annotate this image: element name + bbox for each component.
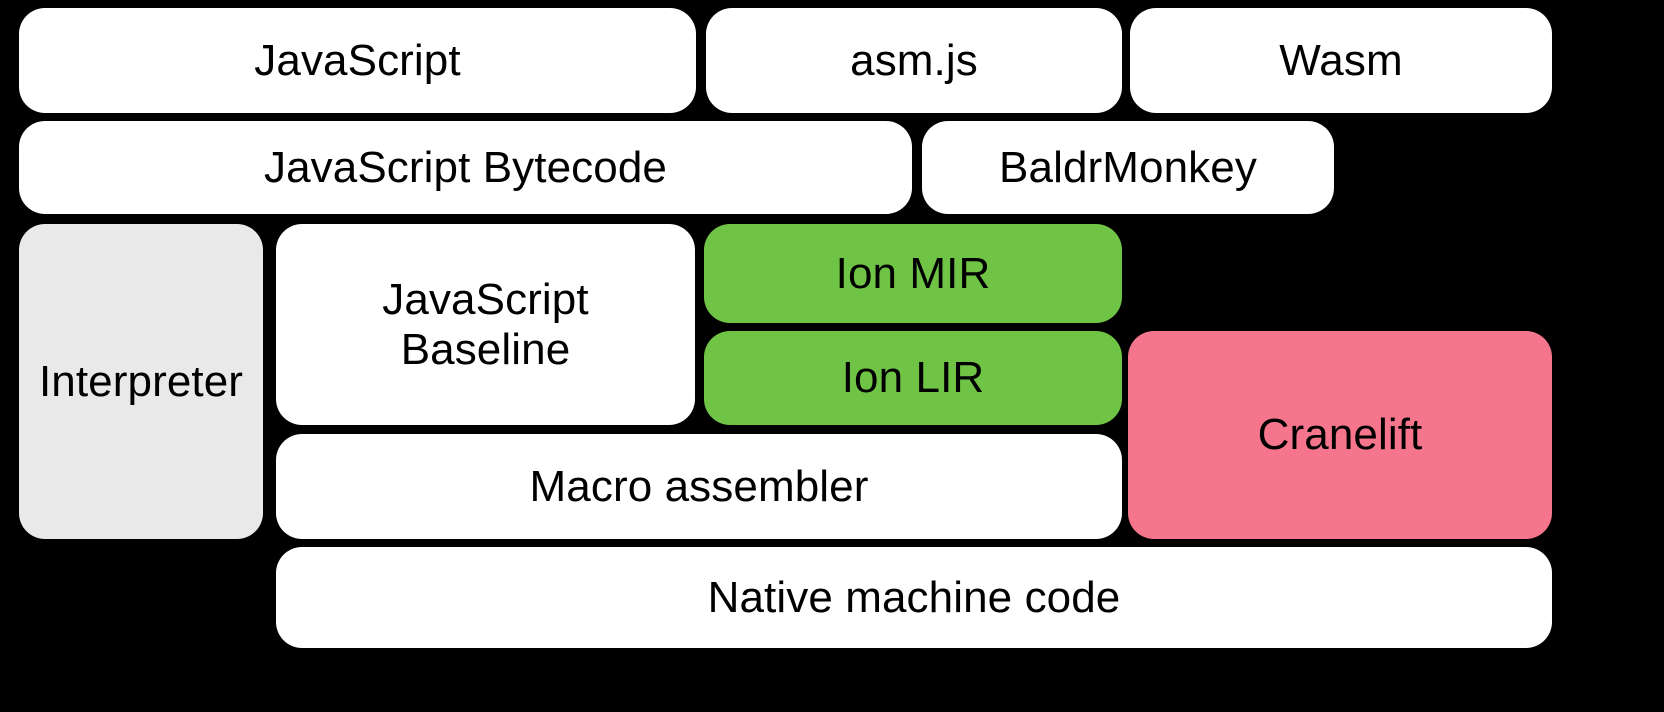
node-ion-lir: Ion LIR [704,331,1122,425]
node-javascript-baseline: JavaScript Baseline [276,224,695,425]
node-javascript-bytecode: JavaScript Bytecode [19,121,912,214]
node-baldrmonkey: BaldrMonkey [922,121,1334,214]
node-javascript: JavaScript [19,8,696,113]
node-native-machine-code: Native machine code [276,547,1552,648]
node-interpreter: Interpreter [19,224,263,539]
node-cranelift: Cranelift [1128,331,1552,539]
node-wasm: Wasm [1130,8,1552,113]
node-asm-js: asm.js [706,8,1122,113]
node-macro-assembler: Macro assembler [276,434,1122,539]
node-ion-mir: Ion MIR [704,224,1122,323]
